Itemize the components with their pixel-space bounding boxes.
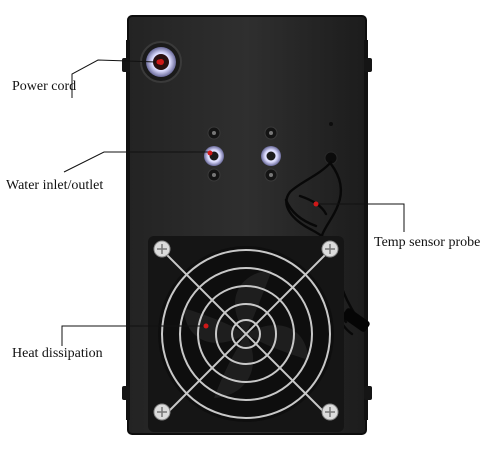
probe-leader bbox=[316, 203, 405, 232]
water-marker-dot bbox=[207, 150, 213, 156]
heat-marker-dot bbox=[203, 323, 209, 329]
probe-tip-icon bbox=[342, 308, 370, 332]
heat-dissipation-label: Heat dissipation bbox=[12, 346, 103, 361]
water-port-icon bbox=[204, 126, 281, 182]
heat-leader bbox=[61, 325, 204, 346]
power-marker-dot bbox=[156, 59, 162, 65]
side-foot-icon bbox=[122, 386, 130, 400]
fan-grille-icon bbox=[148, 236, 344, 432]
vent-hole-icon bbox=[329, 122, 333, 126]
side-foot-icon bbox=[364, 58, 372, 72]
leader-lines bbox=[61, 59, 405, 346]
water-leader bbox=[63, 151, 208, 173]
water-inlet-outlet-label: Water inlet/outlet bbox=[6, 178, 104, 193]
side-foot-icon bbox=[122, 58, 130, 72]
probe-marker-dot bbox=[313, 201, 319, 207]
side-foot-icon bbox=[364, 386, 372, 400]
marker-dots bbox=[156, 59, 319, 329]
power-cord-label: Power cord bbox=[12, 79, 77, 94]
screw-icon bbox=[153, 240, 339, 421]
power-cord-leader bbox=[71, 59, 157, 98]
temp-sensor-probe-label: Temp sensor probe bbox=[374, 235, 481, 250]
